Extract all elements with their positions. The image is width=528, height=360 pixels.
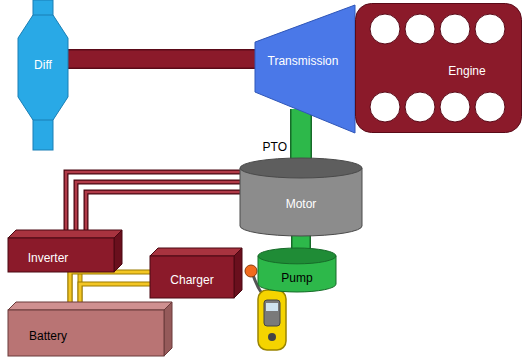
pump-cylinder: Pump: [258, 248, 336, 292]
box-front-face: [150, 256, 234, 298]
cylinder-bore: [405, 14, 435, 44]
node-label: Pump: [281, 271, 312, 285]
shaft-label: PTO: [263, 140, 287, 154]
box-front-face: [8, 238, 114, 272]
charge-cable: [70, 272, 151, 306]
pto-shaft-stroke: [290, 109, 312, 164]
cylinder-bore: [440, 92, 470, 122]
box-side-face: [164, 302, 172, 356]
charge-cable-stroke: [70, 272, 151, 306]
node-shape: [258, 248, 336, 292]
cylinder-top: [240, 158, 362, 178]
node-label: Battery: [29, 329, 67, 343]
cylinder-bore: [370, 14, 400, 44]
engine-block: Engine: [355, 3, 522, 133]
node-label: Transmission: [268, 54, 339, 68]
battery-box: Battery: [8, 302, 172, 356]
node-label: Charger: [170, 273, 213, 287]
power-cable: [66, 172, 242, 232]
cylinder-top: [258, 248, 336, 264]
inverter-box: Inverter: [8, 230, 122, 272]
node-label: Diff: [34, 58, 52, 72]
pto-shaft: [301, 109, 302, 164]
drive-shaft-stroke: [66, 51, 258, 68]
cylinder-bore: [475, 92, 505, 122]
node-shape: [255, 5, 355, 133]
cylinder-bore: [370, 92, 400, 122]
node-shape: [355, 3, 522, 133]
box-front-face: [8, 310, 164, 356]
box-top-face: [150, 248, 242, 256]
charger-box: Charger: [150, 248, 242, 298]
edge-label-holder: PTO: [263, 137, 287, 155]
differential-box: Diff: [18, 15, 68, 120]
node-label: Inverter: [28, 251, 69, 265]
cylinder-bore: [440, 14, 470, 44]
drive-shaft-stroke: [66, 49, 258, 69]
cylinder-bore: [405, 92, 435, 122]
box-side-face: [234, 248, 242, 298]
power-cable-stroke: [66, 172, 242, 232]
box-top-face: [8, 230, 122, 238]
charge-cable-stroke: [70, 272, 151, 306]
cylinder-bore: [475, 14, 505, 44]
power-cable-stroke: [66, 172, 242, 232]
engine-outline: [356, 4, 522, 133]
node-label: Engine: [448, 64, 485, 78]
node-label: Motor: [286, 197, 317, 211]
power-cable-stroke: [76, 182, 242, 232]
power-cable-stroke: [86, 192, 242, 232]
pto-shaft-stroke: [292, 109, 311, 164]
transmission-box: Transmission: [255, 5, 355, 133]
power-cable-stroke: [86, 192, 242, 232]
hexagon-outline: [18, 15, 68, 120]
trapezoid-outline: [255, 5, 355, 133]
power-cable-stroke: [76, 182, 242, 232]
motor-cylinder: Motor: [240, 158, 362, 236]
box-top-face: [8, 302, 172, 310]
drive-shaft: [66, 59, 258, 60]
box-side-face: [114, 230, 122, 272]
